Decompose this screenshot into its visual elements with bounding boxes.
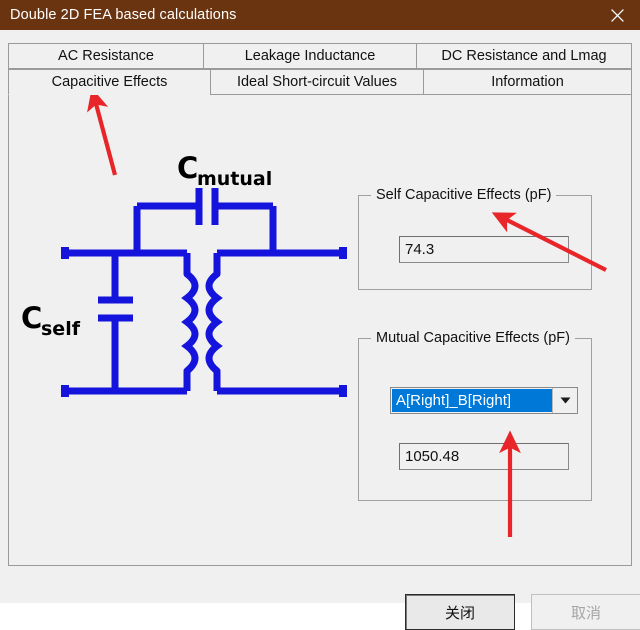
tab-capacitive-effects[interactable]: Capacitive Effects	[8, 69, 210, 95]
cancel-button-label: 取消	[570, 603, 601, 622]
svg-text:C: C	[177, 151, 198, 185]
tab-page-capacitive-effects: C mutual C self Self Capacitive Effects …	[8, 95, 632, 566]
tab-ac-resistance[interactable]: AC Resistance	[8, 43, 203, 69]
chevron-down-icon[interactable]	[552, 388, 577, 413]
mutual-pair-dropdown[interactable]: A[Right]_B[Right]	[390, 387, 578, 414]
tab-label: Ideal Short-circuit Values	[236, 74, 398, 90]
window-title: Double 2D FEA based calculations	[10, 7, 237, 23]
tab-label: Leakage Inductance	[244, 48, 376, 64]
cancel-button: 取消	[531, 594, 640, 630]
tab-information[interactable]: Information	[423, 69, 632, 95]
group-mutual-capacitive-effects: Mutual Capacitive Effects (pF) A[Right]_…	[358, 330, 592, 501]
close-button[interactable]: 关闭	[405, 594, 515, 630]
title-bar: Double 2D FEA based calculations	[0, 0, 640, 30]
tab-label: DC Resistance and Lmag	[441, 48, 607, 64]
tab-dc-resistance-and-lmag[interactable]: DC Resistance and Lmag	[416, 43, 632, 69]
tab-label: Capacitive Effects	[51, 74, 168, 90]
tab-strip: AC Resistance Leakage Inductance DC Resi…	[8, 43, 632, 95]
group-title: Self Capacitive Effects (pF)	[371, 187, 557, 203]
close-icon[interactable]	[594, 0, 640, 30]
mutual-capacitance-value-field[interactable]: 1050.48	[399, 443, 569, 470]
group-title: Mutual Capacitive Effects (pF)	[371, 330, 575, 346]
client-area: AC Resistance Leakage Inductance DC Resi…	[0, 30, 640, 630]
tab-ideal-short-circuit-values[interactable]: Ideal Short-circuit Values	[210, 69, 423, 95]
tab-label: AC Resistance	[58, 48, 154, 64]
tab-control: AC Resistance Leakage Inductance DC Resi…	[8, 43, 632, 566]
svg-text:self: self	[41, 318, 81, 340]
svg-text:C: C	[21, 301, 42, 335]
tab-label: Information	[491, 74, 564, 90]
tab-row-bottom: Capacitive Effects Ideal Short-circuit V…	[8, 69, 632, 95]
group-self-capacitive-effects: Self Capacitive Effects (pF) 74.3	[358, 187, 592, 290]
tab-row-top: AC Resistance Leakage Inductance DC Resi…	[8, 43, 632, 69]
mutual-pair-selected-value: A[Right]_B[Right]	[392, 389, 552, 412]
tab-leakage-inductance[interactable]: Leakage Inductance	[203, 43, 416, 69]
close-button-label: 关闭	[444, 603, 475, 622]
svg-text:mutual: mutual	[197, 168, 272, 190]
self-capacitance-value-field[interactable]: 74.3	[399, 236, 569, 263]
circuit-diagram: C mutual C self	[17, 143, 357, 443]
